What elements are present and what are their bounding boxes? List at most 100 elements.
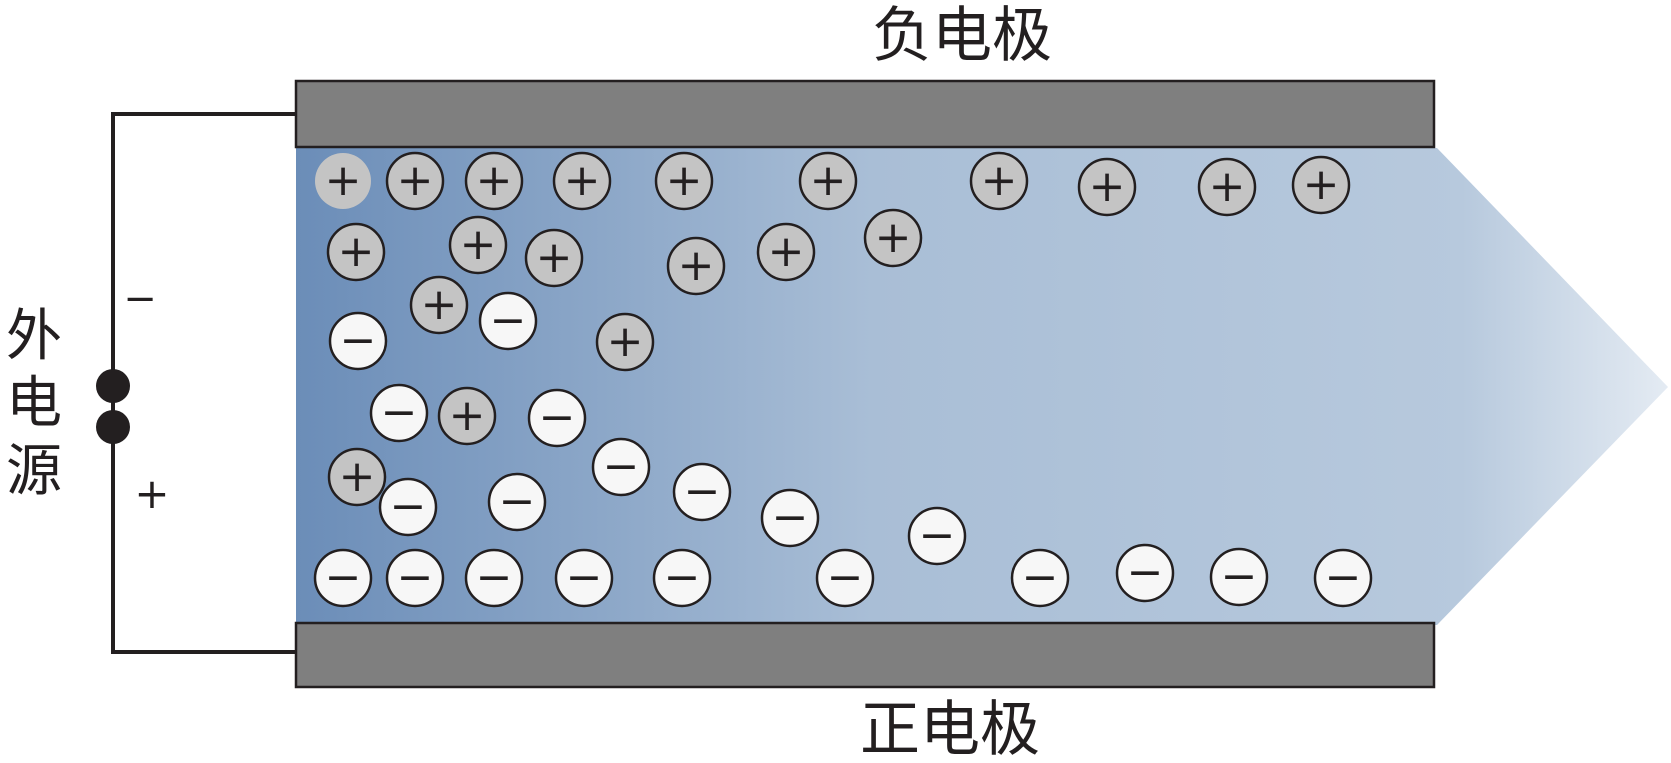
anion-circle (1313, 548, 1373, 608)
anion-ion: − (1313, 548, 1373, 608)
negative-electrode-label: 负电极 (872, 1, 1052, 71)
cation-circle (326, 222, 386, 282)
cation-circle (327, 447, 387, 507)
anion-ion: − (385, 548, 445, 608)
cation-sign: + (875, 212, 912, 263)
anion-sign: − (603, 441, 640, 492)
anion-ion: − (313, 548, 373, 608)
anion-sign: − (566, 552, 603, 603)
anion-ion: − (1010, 548, 1070, 608)
anion-circle (313, 548, 373, 608)
anion-ion: − (652, 548, 712, 608)
anion-circle (554, 548, 614, 608)
cation-sign: + (421, 279, 458, 330)
cation-ion: + (654, 151, 714, 211)
cation-circle (666, 236, 726, 296)
anion-ion: − (1209, 547, 1269, 607)
cation-ion: + (437, 386, 497, 446)
cation-ion: + (552, 151, 612, 211)
anion-circle (591, 437, 651, 497)
cation-sign: + (810, 155, 847, 206)
anion-sign: − (397, 552, 434, 603)
anion-circle (1209, 547, 1269, 607)
anion-circle (527, 388, 587, 448)
cation-sign: + (449, 390, 486, 441)
anion-sign: − (381, 387, 418, 438)
anion-ion: − (487, 472, 547, 532)
anion-circle (672, 462, 732, 522)
anion-sign: − (490, 295, 527, 346)
cation-sign: + (607, 316, 644, 367)
cation-sign: + (460, 219, 497, 270)
anion-sign: − (827, 552, 864, 603)
anion-circle (652, 548, 712, 608)
cation-sign: + (981, 155, 1018, 206)
positive-electrode-label: 正电极 (860, 695, 1040, 763)
cation-ion: + (326, 222, 386, 282)
anion-sign: − (1325, 552, 1362, 603)
anion-sign: − (539, 392, 576, 443)
cation-ion: + (1291, 155, 1351, 215)
cation-circle (969, 151, 1029, 211)
anion-circle (487, 472, 547, 532)
cation-sign: + (666, 155, 703, 206)
anion-sign: − (664, 552, 701, 603)
terminal-negative-sign: − (123, 276, 157, 322)
external-source-label-char-3: 源 (6, 439, 62, 504)
cation-circle (1291, 155, 1351, 215)
anion-circle (464, 548, 524, 608)
terminal-positive-sign: + (134, 469, 169, 518)
source-terminal-negative-dot (96, 369, 130, 403)
anion-ion: − (328, 311, 388, 371)
cation-circle (798, 151, 858, 211)
external-source-label-char-1: 外 (6, 304, 62, 369)
cation-ion: + (756, 222, 816, 282)
cation-circle (1197, 157, 1257, 217)
cation-circle (437, 386, 497, 446)
cation-sign: + (1303, 159, 1340, 210)
cation-ion: + (666, 236, 726, 296)
anion-ion: − (907, 506, 967, 566)
cation-circle (409, 275, 469, 335)
anion-sign: − (772, 492, 809, 543)
cation-ion: + (969, 151, 1029, 211)
anion-circle (907, 506, 967, 566)
anion-sign: − (499, 476, 536, 527)
cation-ion: + (595, 312, 655, 372)
anion-sign: − (476, 552, 513, 603)
cation-sign: + (338, 226, 375, 277)
anion-sign: − (390, 481, 427, 532)
anion-ion: − (369, 383, 429, 443)
anion-circle (328, 311, 388, 371)
external-source-label-char-2: 电 (6, 371, 62, 436)
cation-ion: + (327, 447, 387, 507)
anion-ion: − (591, 437, 651, 497)
cation-sign: + (397, 155, 434, 206)
cation-circle (863, 208, 923, 268)
anion-circle (1115, 543, 1175, 603)
anion-sign: − (919, 510, 956, 561)
anion-ion: − (554, 548, 614, 608)
cation-circle (552, 151, 612, 211)
anion-circle (378, 477, 438, 537)
anion-ion: − (760, 488, 820, 548)
anion-ion: − (378, 477, 438, 537)
anion-sign: − (684, 466, 721, 517)
positive-electrode-plate (294, 621, 1436, 689)
anion-ion: − (464, 548, 524, 608)
cation-sign: + (678, 240, 715, 291)
anion-circle (385, 548, 445, 608)
source-terminal-positive-dot (96, 410, 130, 444)
cation-sign: + (476, 155, 513, 206)
cation-sign: + (1089, 161, 1126, 212)
anion-ion: − (527, 388, 587, 448)
cation-sign: + (564, 155, 601, 206)
cation-sign: + (325, 155, 362, 206)
anion-sign: − (1022, 552, 1059, 603)
cation-ion: + (385, 151, 445, 211)
anion-circle (478, 291, 538, 351)
cation-circle (524, 228, 584, 288)
cation-ion: + (1197, 157, 1257, 217)
cation-sign: + (536, 232, 573, 283)
